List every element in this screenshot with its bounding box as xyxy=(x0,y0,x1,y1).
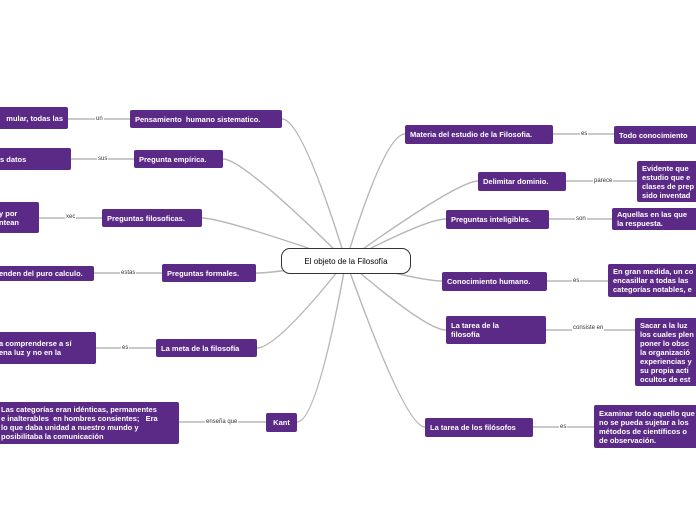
branch-label: Pregunta empírica. xyxy=(139,154,207,164)
branch-label: Pensamiento humano sistematico. xyxy=(135,114,261,124)
branch-label: Preguntas inteligibles. xyxy=(451,215,532,224)
branch-tarea-filosofia[interactable]: La tarea de la filosofía xyxy=(446,316,546,344)
branch-label: La tarea de la filosofía xyxy=(451,321,499,339)
leaf-conocimiento-humano[interactable]: En gran medida, un co encasillar a todas… xyxy=(608,264,696,297)
connector-line xyxy=(345,133,406,262)
leaf-text: Sacar a la luz los cuales plen poner lo … xyxy=(640,320,694,384)
central-topic[interactable]: El objeto de la Filosofía xyxy=(281,248,411,274)
leaf-text: En gran medida, un co encasillar a todas… xyxy=(613,267,694,294)
branch-label: Kant xyxy=(273,418,290,427)
branch-label: Conocimiento humano. xyxy=(447,277,531,286)
leaf-tarea-filosofia[interactable]: Sacar a la luz los cuales plen poner lo … xyxy=(635,318,696,386)
leaf-delimitar-dominio[interactable]: Evidente que estudio que e clases de pre… xyxy=(637,161,696,202)
link-label: parece xyxy=(593,178,614,185)
branch-conocimiento-humano[interactable]: Conocimiento humano. xyxy=(442,272,547,291)
branch-delimitar-dominio[interactable]: Delimitar dominio. xyxy=(478,172,566,191)
branch-preguntas-filosoficas[interactable]: Preguntas filosoficas. xyxy=(102,209,202,227)
link-label: consiste en xyxy=(572,325,605,332)
branch-pregunta-empirica[interactable]: Pregunta empírica. xyxy=(134,150,223,168)
leaf-text: mular, todas las xyxy=(6,113,63,123)
leaf-text: Todo conocimiento xyxy=(619,130,688,140)
leaf-text: s datos xyxy=(0,154,27,164)
leaf-text: y por ntean xyxy=(0,208,20,227)
leaf-text: Aquellas en las que la respuesta. xyxy=(617,210,688,228)
branch-pensamiento[interactable]: Pensamiento humano sistematico. xyxy=(130,110,282,128)
leaf-pregunta-empirica[interactable]: s datos xyxy=(0,148,71,170)
leaf-text: Las categorías eran idénticas, permanent… xyxy=(1,405,158,441)
branch-label: Preguntas filosoficas. xyxy=(107,213,185,223)
leaf-preguntas-filosoficas[interactable]: y por ntean xyxy=(0,202,39,233)
leaf-text: a comprenderse a sí ena luz y no en la xyxy=(0,339,72,357)
branch-meta-filosofia[interactable]: La meta de la filosofía xyxy=(156,339,257,357)
leaf-tarea-filosofos[interactable]: Examinar todo aquello que no se pueda su… xyxy=(594,405,696,448)
connector-line xyxy=(345,260,426,428)
connector-line xyxy=(345,260,447,331)
branch-label: La meta de la filosofía xyxy=(161,343,240,353)
link-label: un xyxy=(95,116,104,123)
connector-line xyxy=(345,180,479,262)
leaf-materia-estudio[interactable]: Todo conocimiento xyxy=(614,126,696,144)
link-label: estas xyxy=(120,270,137,277)
link-label: es xyxy=(121,345,130,352)
branch-label: La tarea de los filósofos xyxy=(430,423,516,432)
leaf-preguntas-formales[interactable]: enden del puro calculo. xyxy=(0,266,94,281)
branch-kant[interactable]: Kant xyxy=(266,413,297,432)
connector-line xyxy=(296,260,347,423)
link-label: xec xyxy=(65,214,77,221)
link-label: son xyxy=(575,216,587,223)
branch-preguntas-formales[interactable]: Preguntas formales. xyxy=(162,264,256,282)
leaf-text: Examinar todo aquello que no se pueda su… xyxy=(599,408,695,445)
branch-label: Preguntas formales. xyxy=(167,268,240,278)
leaf-pensamiento[interactable]: mular, todas las xyxy=(0,107,68,129)
leaf-preguntas-inteligibles[interactable]: Aquellas en las que la respuesta. xyxy=(612,208,696,230)
leaf-kant[interactable]: Las categorías eran idénticas, permanent… xyxy=(0,402,179,444)
link-label: es xyxy=(580,131,589,138)
branch-preguntas-inteligibles[interactable]: Preguntas inteligibles. xyxy=(446,210,549,229)
link-label: enseña que xyxy=(205,419,239,426)
connector-line xyxy=(222,158,347,262)
connector-line xyxy=(256,260,347,349)
connector-line xyxy=(281,118,347,262)
link-label: es xyxy=(572,278,581,285)
leaf-text: Evidente que estudio que e clases de pre… xyxy=(642,163,695,200)
branch-label: Materia del estudio de la Filosofia. xyxy=(410,130,533,139)
branch-label: Delimitar dominio. xyxy=(483,177,549,186)
branch-tarea-filosofos[interactable]: La tarea de los filósofos xyxy=(425,418,533,437)
leaf-meta-filosofia[interactable]: a comprenderse a sí ena luz y no en la xyxy=(0,332,96,364)
leaf-text: enden del puro calculo. xyxy=(0,269,83,278)
branch-materia-estudio[interactable]: Materia del estudio de la Filosofia. xyxy=(405,125,553,144)
central-topic-label: El objeto de la Filosofía xyxy=(304,256,388,266)
link-label: es xyxy=(559,424,568,431)
link-label: sus xyxy=(97,156,109,163)
